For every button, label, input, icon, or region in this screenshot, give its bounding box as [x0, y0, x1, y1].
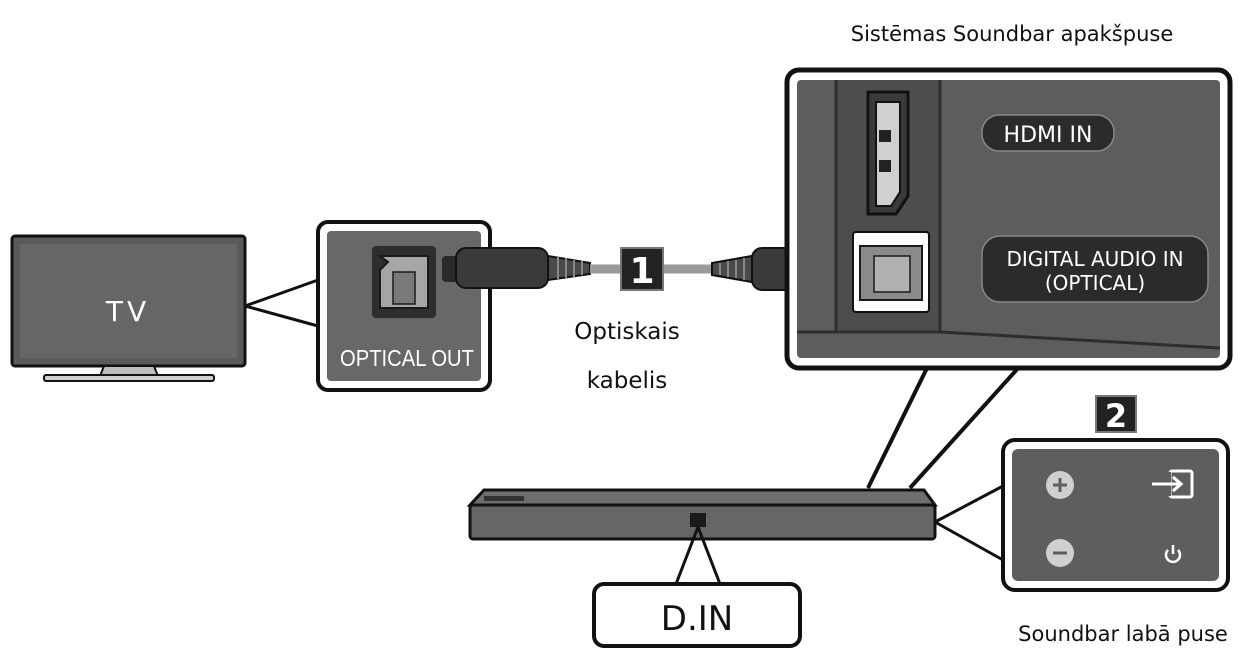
- tv-label: TV: [105, 295, 150, 328]
- d-in-port: [690, 513, 706, 527]
- step-1-number: 1: [629, 251, 654, 292]
- d-in-label: D.IN: [661, 599, 733, 639]
- step-1-badge: [620, 247, 664, 291]
- cable-label-line2: kabelis: [587, 368, 668, 394]
- soundbar-right-panel: [1001, 438, 1230, 592]
- hdmi-in-label: HDMI IN: [1004, 123, 1093, 148]
- d-in-callout: [592, 526, 802, 648]
- hdmi-port-icon: [866, 90, 910, 216]
- cable-label-line1: Optiskais: [574, 319, 679, 345]
- tv-icon: [10, 234, 247, 382]
- hdmi-in-badge: [981, 114, 1115, 152]
- soundbar-bottom-title: Sistēmas Soundbar apakšpuse: [851, 22, 1174, 46]
- soundbar-icon: [466, 488, 938, 541]
- right-side-callout-line: [934, 484, 1004, 562]
- optical-port-icon-soundbar: [852, 231, 930, 313]
- optical-out-label: OPTICAL OUT: [340, 345, 474, 371]
- plus-icon: [1046, 471, 1074, 499]
- step-2-number: 2: [1105, 397, 1127, 435]
- step-2-badge: [1095, 395, 1137, 433]
- optical-plug-icon: [442, 247, 591, 289]
- digital-audio-in-label-line1: DIGITAL AUDIO IN: [1006, 247, 1183, 271]
- digital-audio-in-badge: [981, 235, 1209, 303]
- optical-port-icon: [372, 246, 436, 318]
- soundbar-right-title: Soundbar labā puse: [1018, 622, 1228, 646]
- digital-audio-in-label-line2: (OPTICAL): [1045, 271, 1145, 295]
- soundbar-bottom-panel: [784, 67, 1233, 490]
- tv-callout-line: [244, 278, 319, 328]
- minus-icon: [1046, 539, 1074, 567]
- source-input-icon: [1152, 469, 1194, 499]
- power-icon: [1164, 545, 1182, 564]
